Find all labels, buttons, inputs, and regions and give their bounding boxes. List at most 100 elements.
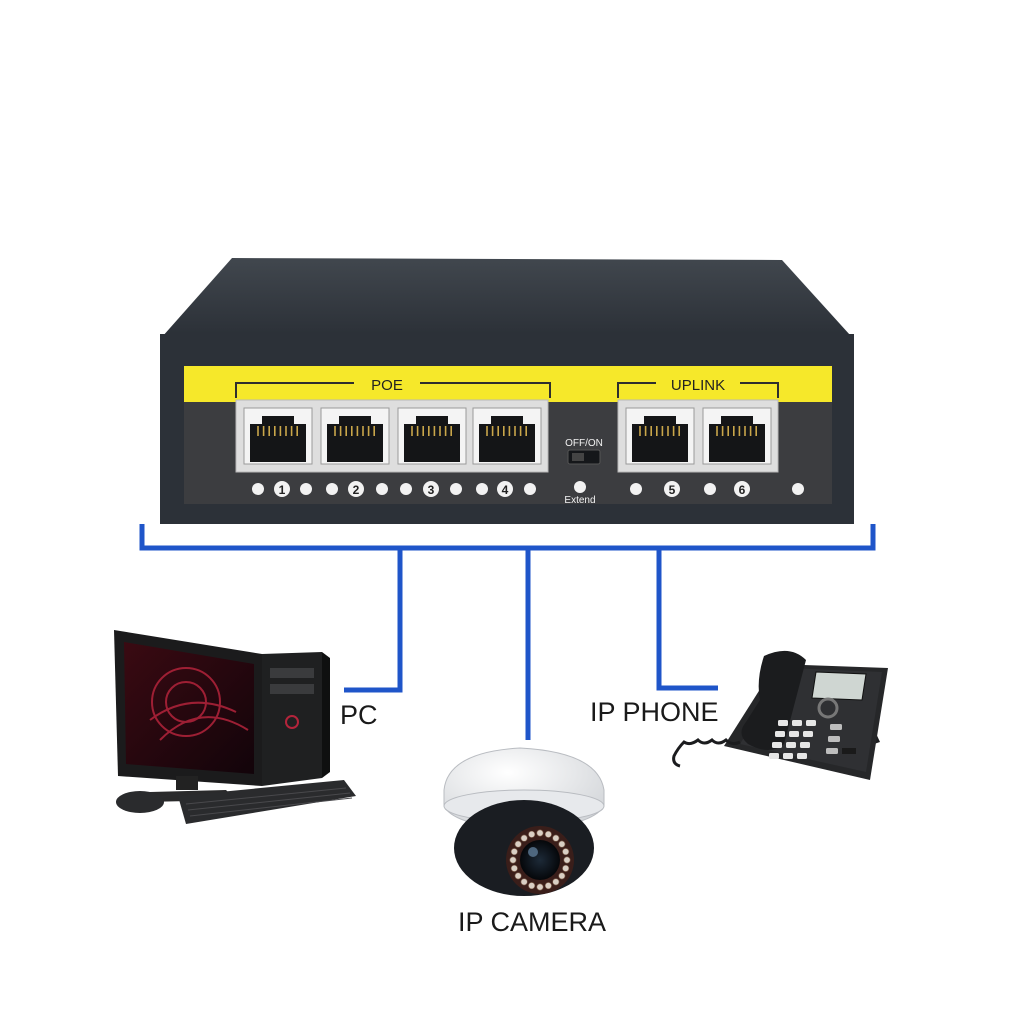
port-number: 4 (502, 483, 509, 497)
toggle-bottom-label: Extend (564, 495, 595, 506)
port-number: 2 (353, 483, 360, 497)
ir-led (552, 878, 560, 886)
rj45-port (397, 407, 467, 465)
ir-led (552, 834, 560, 842)
status-led (524, 483, 536, 495)
phone-cord (672, 738, 741, 768)
rj45-port (702, 407, 772, 465)
drive-bay-2 (270, 684, 314, 694)
poe-switch: POE UPLINK 1 2 3 4 5 6 OFF/ON Extend (160, 258, 854, 524)
port-number: 3 (428, 483, 435, 497)
ip-phone-label: IP PHONE (590, 697, 719, 727)
port-number-badge: 4 (497, 481, 513, 497)
ir-led (520, 834, 528, 842)
status-led (376, 483, 388, 495)
ir-led (536, 829, 544, 837)
toggle-top-label: OFF/ON (565, 438, 603, 449)
port-number: 5 (669, 483, 676, 497)
phone-speaker-grille (842, 748, 856, 754)
drive-bay (270, 668, 314, 678)
ir-led (544, 830, 552, 838)
port-number-badge: 5 (664, 481, 680, 497)
rj45-port (472, 407, 542, 465)
phone-nav-ring (817, 697, 839, 719)
status-led (252, 483, 264, 495)
phone-link-line (656, 548, 718, 691)
phone-display (811, 671, 867, 701)
ir-led (510, 864, 518, 872)
phone-key (786, 742, 796, 748)
status-led (630, 483, 642, 495)
ir-led (514, 872, 522, 880)
status-led (476, 483, 488, 495)
ir-led (536, 883, 544, 891)
status-led (704, 483, 716, 495)
phone-function-key (826, 748, 838, 754)
mode-toggle-knob (572, 453, 584, 461)
ir-led (544, 882, 552, 890)
port-number: 1 (279, 483, 286, 497)
port-number: 6 (739, 483, 746, 497)
camera-lens (520, 840, 560, 880)
keyboard-keys (185, 787, 353, 817)
status-led (400, 483, 412, 495)
phone-key (772, 742, 782, 748)
mouse (116, 791, 164, 813)
port-number-badge: 1 (274, 481, 290, 497)
phone-function-key (830, 724, 842, 730)
ir-led (509, 856, 517, 864)
status-led (450, 483, 462, 495)
ir-led (562, 864, 570, 872)
monitor-neck (176, 776, 198, 790)
poe-label: POE (371, 377, 403, 394)
camera-lens-glint (528, 847, 538, 857)
phone-handset (741, 650, 806, 750)
ir-led (514, 840, 522, 848)
phone-key (797, 753, 807, 759)
phone-key (783, 753, 793, 759)
mouse-cable (159, 793, 183, 799)
pc-illustration (114, 630, 356, 824)
pc-tower-side (322, 652, 330, 778)
port-number-badge: 2 (348, 481, 364, 497)
ir-led (558, 872, 566, 880)
phone-key (792, 720, 802, 726)
ir-led (528, 830, 536, 838)
phone-function-key (828, 736, 840, 742)
switch-top (162, 258, 850, 337)
phone-key (806, 720, 816, 726)
toggle-led (574, 481, 586, 493)
status-led (792, 483, 804, 495)
phone-key (800, 742, 810, 748)
phone-key (769, 753, 779, 759)
port-number-badge: 6 (734, 481, 750, 497)
ip-phone-illustration (672, 650, 888, 780)
phone-key (775, 731, 785, 737)
pc-link-line (344, 548, 403, 693)
rj45-port (320, 407, 390, 465)
phone-key (789, 731, 799, 737)
status-led (326, 483, 338, 495)
port-number-badge: 3 (423, 481, 439, 497)
phone-key (778, 720, 788, 726)
ir-led (510, 848, 518, 856)
monitor-screen (124, 642, 254, 774)
poe-bracket (235, 382, 551, 398)
rj45-port (243, 407, 313, 465)
pc-label: PC (340, 700, 378, 730)
ip-camera-label: IP CAMERA (458, 907, 607, 937)
screen-art (149, 667, 249, 741)
ir-led (558, 840, 566, 848)
ip-camera-illustration (443, 747, 605, 896)
ir-led (520, 878, 528, 886)
power-button (285, 715, 299, 729)
status-led (300, 483, 312, 495)
rj45-port (625, 407, 695, 465)
phone-key (803, 731, 813, 737)
ir-led (562, 848, 570, 856)
ir-led (563, 856, 571, 864)
switch-bracket-line (139, 524, 876, 551)
uplink-bracket (617, 382, 779, 398)
uplink-label: UPLINK (671, 377, 725, 394)
